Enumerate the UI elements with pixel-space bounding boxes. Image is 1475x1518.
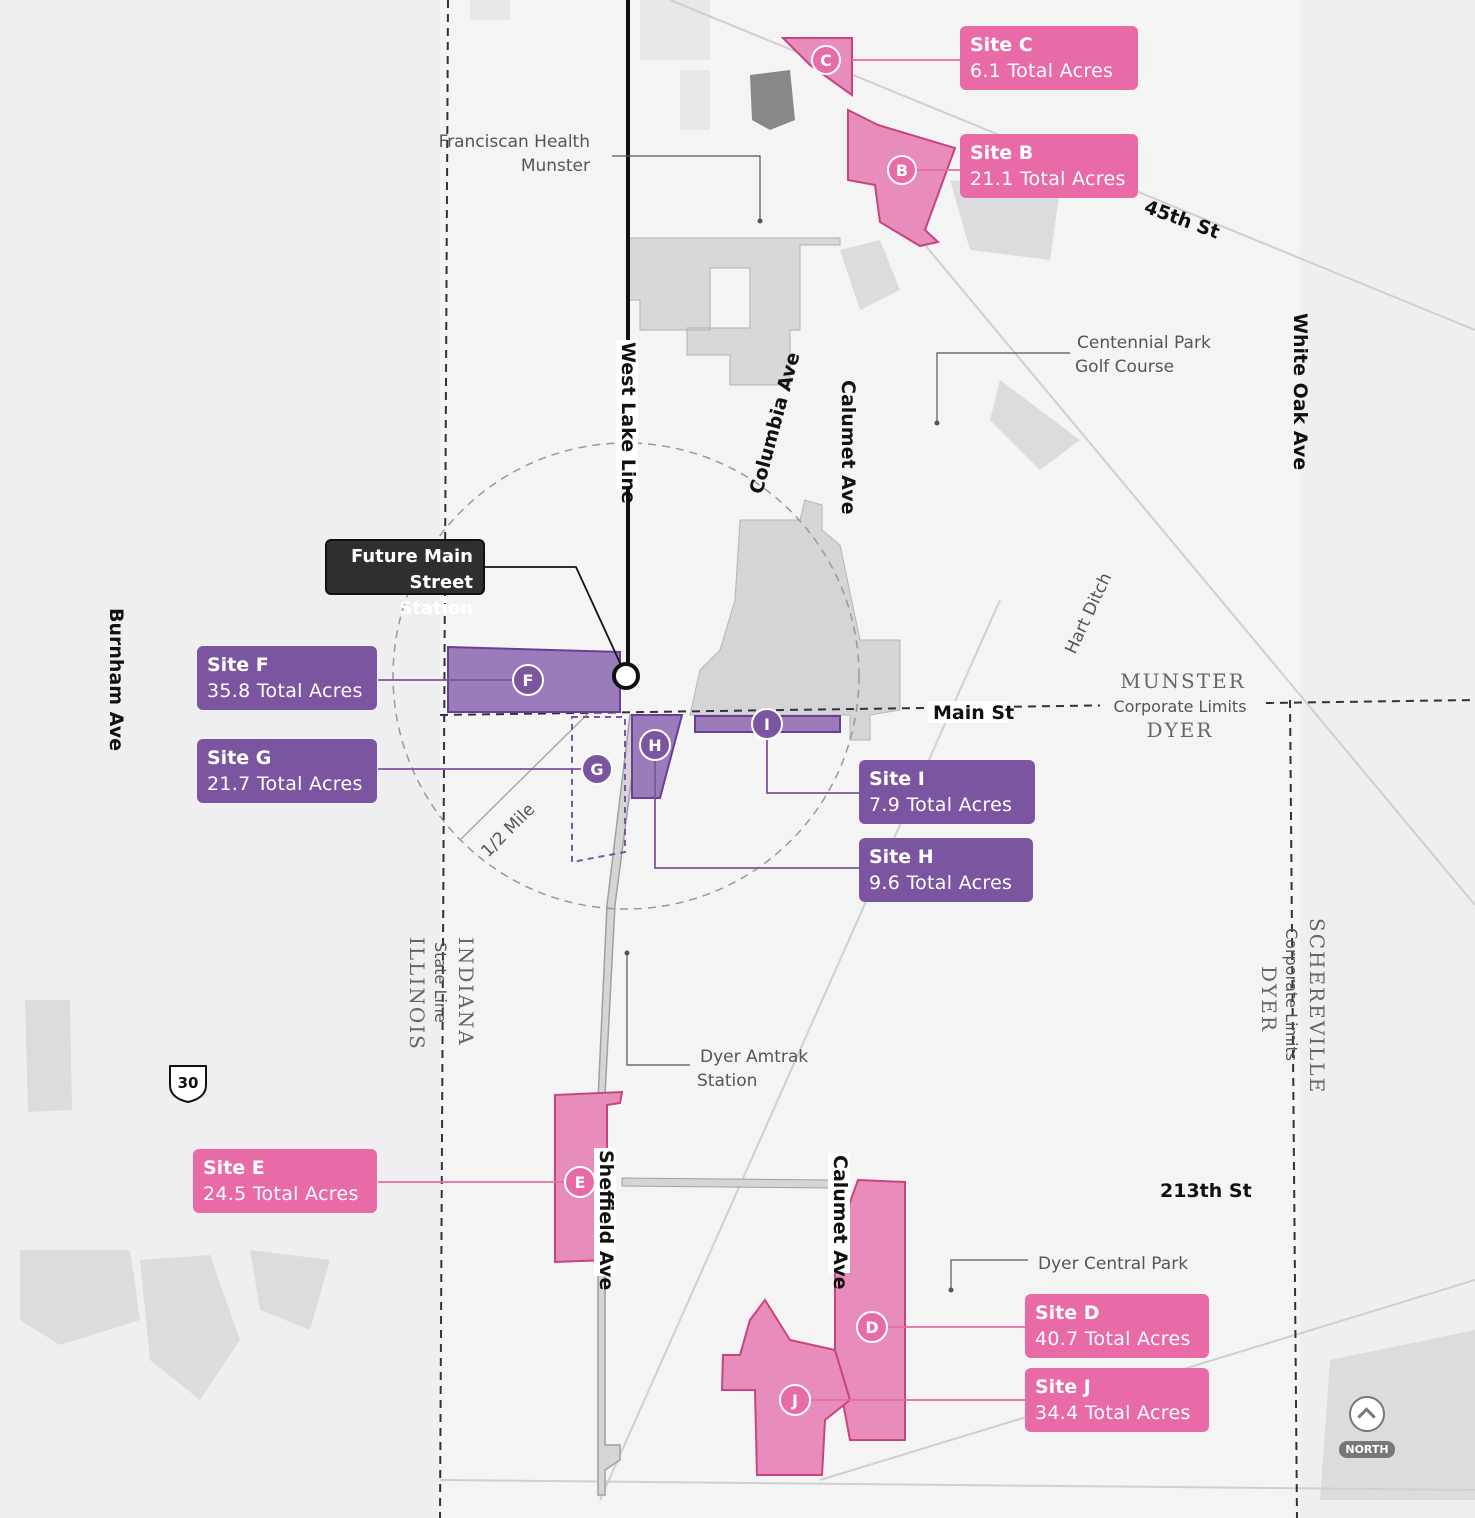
site-d-title: Site D — [1035, 1302, 1100, 1324]
site-h-title: Site H — [869, 846, 934, 868]
site-markers: C B F G H I E D J — [512, 45, 917, 1416]
213th-st-label: 213th St — [1160, 1180, 1252, 1202]
site-g-acres: 21.7 Total Acres — [207, 773, 363, 795]
north-arrow: NORTH — [1333, 1396, 1401, 1458]
site-b-callout[interactable]: Site B 21.1 Total Acres — [960, 134, 1138, 198]
213th-corridor — [621, 1177, 831, 1189]
calumet-ave-south-label: Calumet Ave — [829, 1155, 851, 1289]
jurisdiction-labels: MUNSTER Corporate Limits DYER INDIANA St… — [405, 669, 1329, 1094]
half-mile-label: 1/2 Mile — [477, 800, 539, 862]
site-h-callout[interactable]: Site H 9.6 Total Acres — [859, 838, 1033, 902]
north-label: NORTH — [1339, 1441, 1395, 1458]
marker-d: D — [856, 1311, 888, 1343]
marker-c: C — [811, 45, 841, 75]
site-g-title: Site G — [207, 747, 272, 769]
45th-st-label: 45th St — [1141, 196, 1222, 244]
site-i-title: Site I — [869, 768, 925, 790]
marker-c-text: C — [820, 51, 832, 70]
future-station-callout[interactable]: Future Main Street Station — [325, 539, 485, 619]
interstate-30-shield: 30 — [169, 1065, 207, 1104]
calumet-ave-north-label: Calumet Ave — [837, 380, 859, 514]
marker-g-text: G — [590, 760, 603, 779]
site-c-acres: 6.1 Total Acres — [970, 60, 1114, 82]
site-j-title: Site J — [1035, 1376, 1091, 1398]
marker-f-text: F — [523, 671, 534, 690]
corporate-limits-label-2: Corporate Limits — [1282, 928, 1301, 1061]
site-j-callout[interactable]: Site J 34.4 Total Acres — [1025, 1368, 1209, 1432]
site-d-acres: 40.7 Total Acres — [1035, 1328, 1191, 1350]
centennial-label-1: Centennial Park — [1077, 333, 1211, 353]
amtrak-label-1: Dyer Amtrak — [700, 1047, 808, 1067]
site-j-acres: 34.4 Total Acres — [1035, 1402, 1191, 1424]
centennial-label-2: Golf Course — [1075, 357, 1174, 377]
marker-e: E — [564, 1166, 596, 1198]
franciscan-label-2: Munster — [521, 156, 590, 176]
marker-e-text: E — [575, 1173, 586, 1192]
indiana-label: INDIANA — [454, 937, 478, 1047]
place-labels: Franciscan Health Munster Centennial Par… — [439, 132, 1211, 1274]
dyer-central-park-label: Dyer Central Park — [1038, 1254, 1188, 1274]
marker-h: H — [639, 729, 671, 761]
site-f-title: Site F — [207, 654, 269, 676]
interstate-30-text: 30 — [178, 1074, 199, 1092]
station-line-2: Street Station — [399, 572, 473, 619]
hospital-campus — [627, 237, 841, 386]
corporate-limits-label-1: Corporate Limits — [1113, 697, 1246, 716]
white-oak-ave-label: White Oak Ave — [1289, 313, 1311, 470]
station-line-1: Future Main — [350, 546, 473, 567]
site-i-callout[interactable]: Site I 7.9 Total Acres — [859, 760, 1035, 824]
site-f-acres: 35.8 Total Acres — [207, 680, 363, 702]
hart-ditch-label: Hart Ditch — [1061, 570, 1116, 657]
marker-b: B — [887, 155, 917, 185]
site-c-title: Site C — [970, 34, 1033, 56]
site-c-callout[interactable]: Site C 6.1 Total Acres — [960, 26, 1138, 90]
marker-b-text: B — [896, 161, 908, 180]
station-marker — [612, 662, 640, 690]
main-st-label: Main St — [933, 702, 1014, 724]
site-f-callout[interactable]: Site F 35.8 Total Acres — [197, 646, 377, 710]
marker-f: F — [512, 664, 544, 696]
franciscan-label-1: Franciscan Health — [439, 132, 590, 152]
burnham-ave-label: Burnham Ave — [105, 608, 127, 751]
marker-i: I — [751, 708, 783, 740]
north-arrow-icon — [1349, 1396, 1385, 1432]
dyer-label-1: DYER — [1147, 718, 1214, 742]
marker-d-text: D — [865, 1318, 878, 1337]
state-line-label: State Line — [431, 942, 450, 1023]
site-b-title: Site B — [970, 142, 1034, 164]
site-e-title: Site E — [203, 1157, 265, 1179]
leader-dots — [624, 218, 954, 1293]
amtrak-label-2: Station — [697, 1071, 757, 1091]
site-g-callout[interactable]: Site G 21.7 Total Acres — [197, 739, 377, 803]
schereville-label: SCHEREVILLE — [1305, 918, 1329, 1094]
site-i-acres: 7.9 Total Acres — [869, 794, 1013, 816]
marker-i-text: I — [764, 715, 770, 734]
site-e-callout[interactable]: Site E 24.5 Total Acres — [193, 1149, 377, 1213]
sheffield-ave-label: Sheffield Ave — [595, 1150, 617, 1290]
site-h-acres: 9.6 Total Acres — [869, 872, 1013, 894]
site-d-callout[interactable]: Site D 40.7 Total Acres — [1025, 1294, 1209, 1358]
west-lake-line-label: West Lake Line — [617, 342, 639, 504]
site-e-acres: 24.5 Total Acres — [203, 1183, 359, 1205]
site-g-area — [571, 716, 626, 864]
site-b-acres: 21.1 Total Acres — [970, 168, 1126, 190]
marker-j-text: J — [791, 1391, 798, 1410]
parking-structure — [750, 70, 795, 130]
marker-g: G — [581, 753, 613, 785]
commercial-parcel — [689, 499, 901, 741]
dyer-label-2: DYER — [1257, 966, 1281, 1033]
marker-j: J — [779, 1384, 811, 1416]
illinois-label: ILLINOIS — [405, 937, 429, 1051]
munster-label: MUNSTER — [1120, 669, 1246, 693]
marker-h-text: H — [648, 736, 661, 755]
